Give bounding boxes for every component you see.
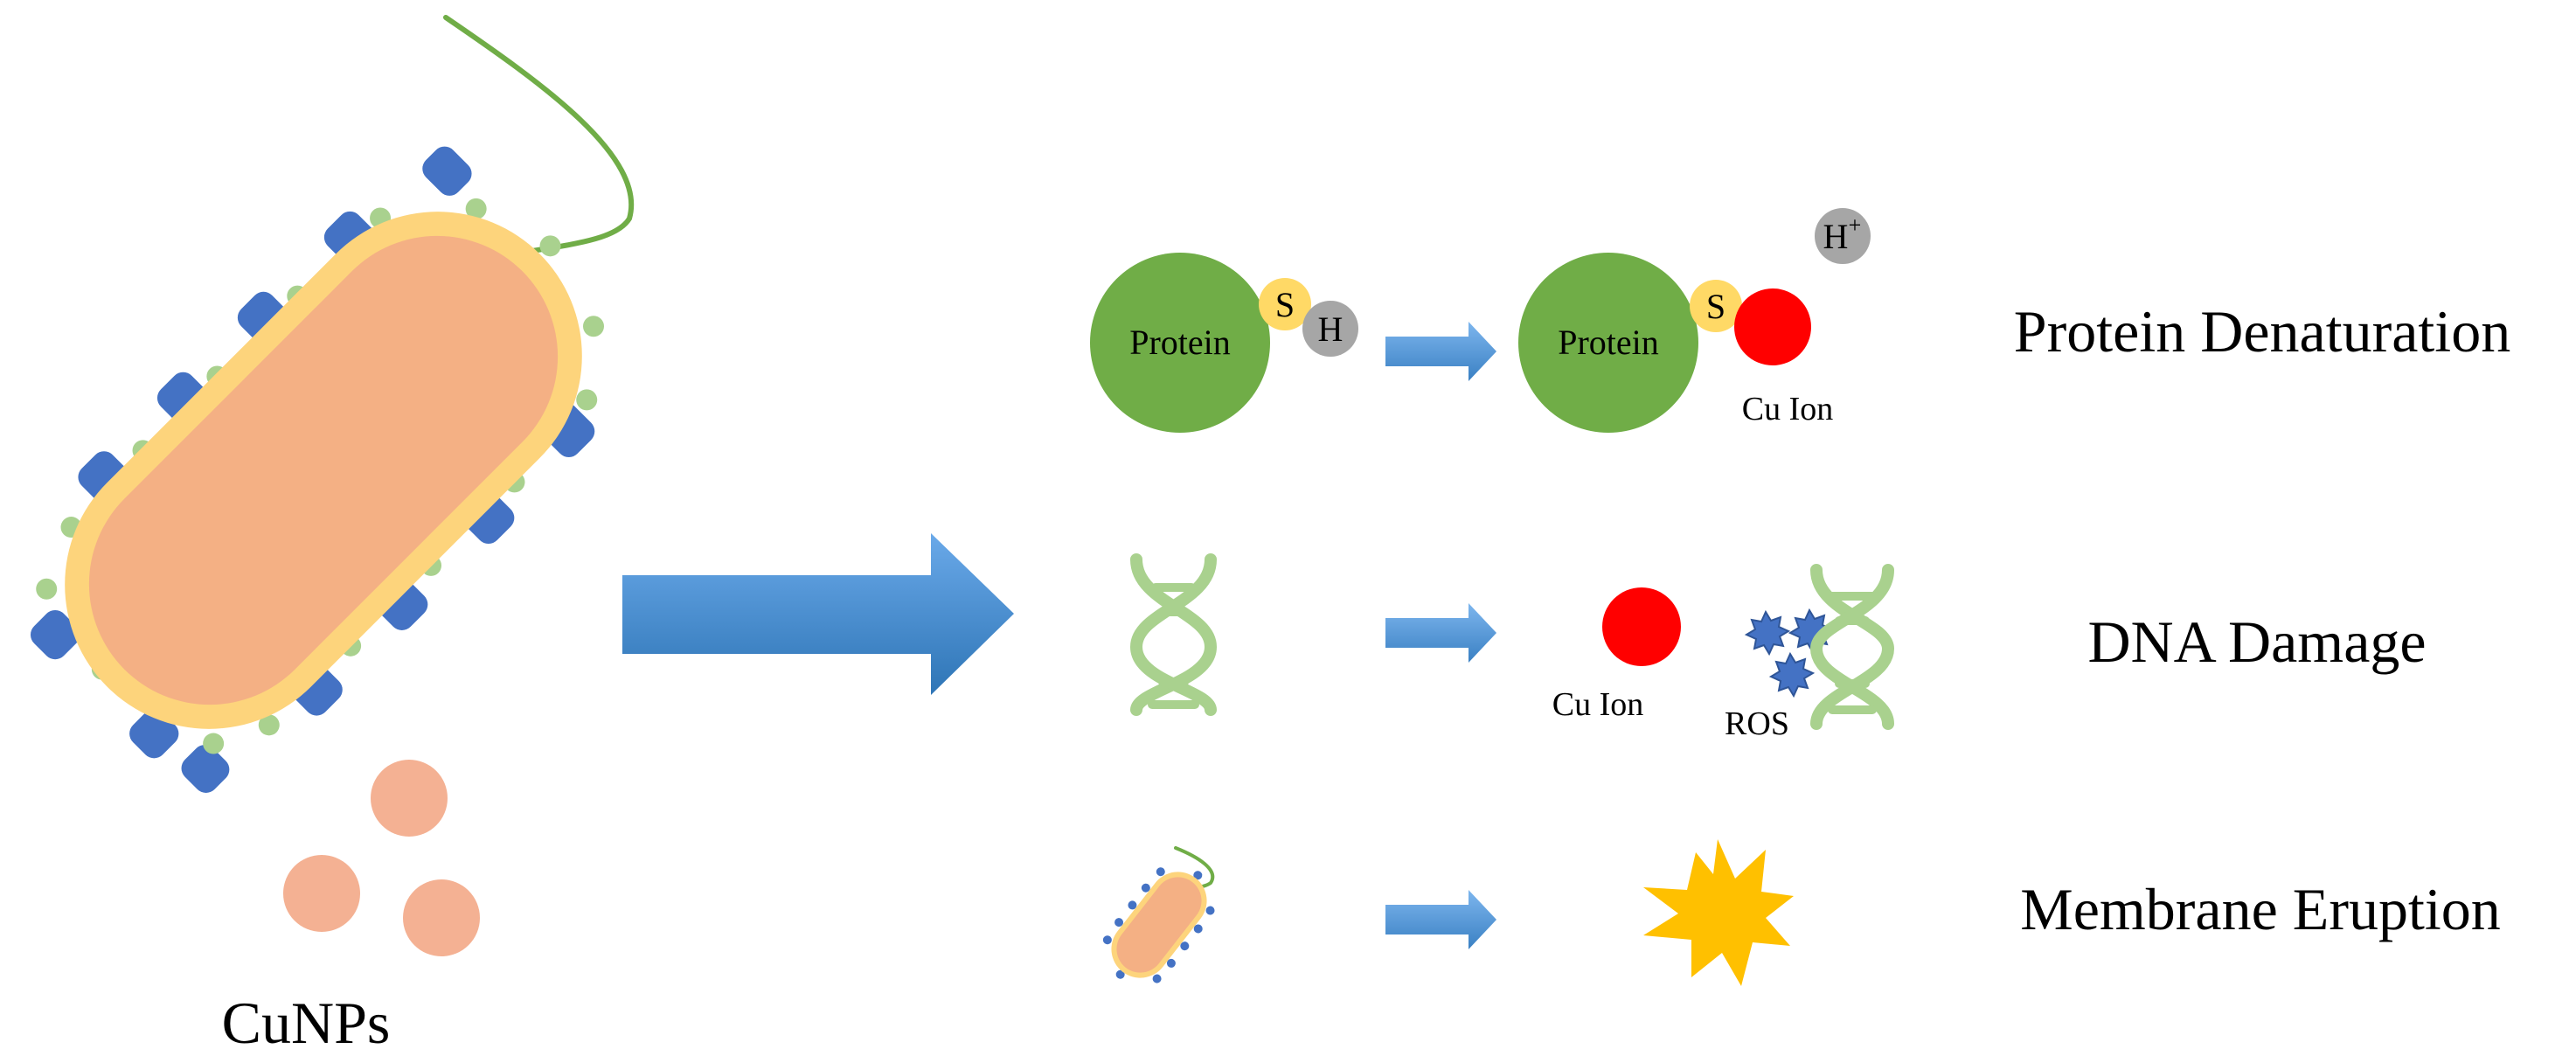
sulfur-label: S (1275, 285, 1295, 324)
h-plus-label: H (1823, 217, 1849, 256)
hydrogen-label: H (1318, 309, 1344, 349)
nanoparticle (371, 760, 448, 837)
nanoparticle (403, 879, 480, 956)
membrane-eruption-label: Membrane Eruption (2020, 876, 2501, 942)
dna-damage-row: Cu Ion ROS DNA Damage (1129, 553, 2427, 742)
small-arrow (1385, 890, 1496, 949)
protein-denaturation-label: Protein Denaturation (2014, 298, 2510, 365)
flagellum (443, 15, 635, 256)
h-plus-circle (1815, 208, 1871, 264)
membrane-eruption-row: Membrane Eruption (1102, 839, 2501, 986)
copper-nanoparticles (283, 760, 480, 956)
sulfur-circle (1259, 278, 1311, 330)
small-arrow (1385, 322, 1496, 381)
ros-particle (1768, 651, 1816, 698)
sulfur-label: S (1706, 287, 1725, 326)
small-bacterium (1102, 846, 1215, 983)
protein-label: Protein (1129, 323, 1231, 362)
nanoparticle (283, 855, 360, 932)
bacterium-illustration (30, 15, 635, 793)
h-plus-superscript: + (1849, 212, 1862, 238)
ros-particles (1744, 608, 1835, 698)
cu-ion-label: Cu Ion (1742, 391, 1834, 427)
hydrogen-circle (1302, 301, 1358, 357)
ros-label: ROS (1725, 705, 1789, 742)
protein-circle (1090, 253, 1270, 433)
burst-icon (1643, 839, 1794, 986)
cunps-label: CuNPs (222, 990, 391, 1056)
pili-blue (30, 146, 595, 793)
cu-ion-label: Cu Ion (1552, 686, 1644, 723)
sulfur-circle (1690, 280, 1742, 332)
protein-denaturation-row: Protein S H Protein S Cu Ion H + Protein… (1090, 208, 2510, 433)
cu-ion-circle (1734, 288, 1811, 365)
cytoplasm (88, 235, 559, 705)
dna-damage-label: DNA Damage (2087, 608, 2426, 675)
dna-helix (1809, 564, 1895, 730)
small-arrow (1385, 603, 1496, 663)
ros-particle (1744, 609, 1791, 657)
protein-label: Protein (1558, 323, 1659, 362)
main-arrow (622, 533, 1014, 695)
dna-helix (1129, 553, 1218, 716)
protein-circle (1518, 253, 1698, 433)
cu-ion-circle (1602, 587, 1681, 666)
